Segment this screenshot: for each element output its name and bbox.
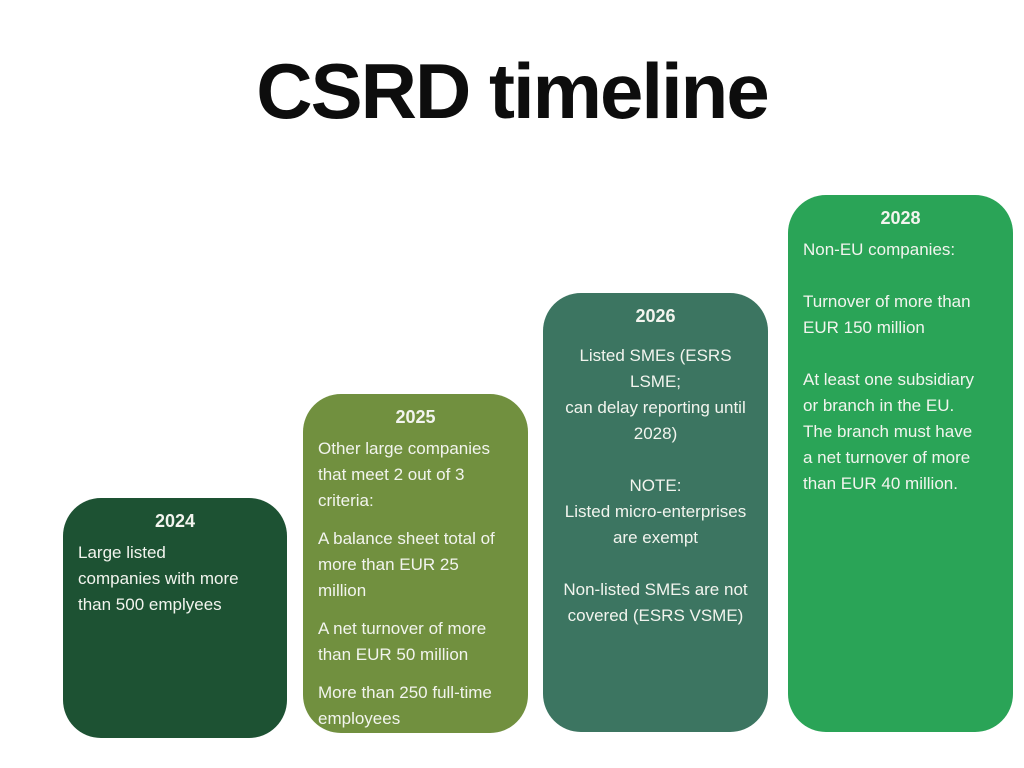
card-2025-employees: More than 250 full-time employees — [318, 683, 492, 728]
card-2026-listed-smes: Listed SMEs (ESRS LSME; can delay report… — [565, 346, 746, 443]
timeline-card-2026: 2026 Listed SMEs (ESRS LSME; can delay r… — [543, 293, 768, 732]
timeline-card-2024: 2024 Large listed companies with more th… — [63, 498, 287, 738]
card-2025-balance-sheet: A balance sheet total of more than EUR 2… — [318, 529, 495, 600]
page-title: CSRD timeline — [256, 47, 769, 135]
year-label-2024: 2024 — [154, 511, 196, 531]
timeline-card-2025: 2025 Other large companies that meet 2 o… — [303, 394, 528, 733]
timeline-card-2028: 2028 Non-EU companies: Turnover of more … — [788, 195, 1013, 732]
card-2028-subsidiary: At least one subsidiary or branch in the… — [803, 370, 975, 493]
year-label-2028: 2028 — [880, 208, 921, 228]
card-2028-turnover: Turnover of more than EUR 150 million — [803, 292, 971, 337]
card-2024-text: Large listed companies with more than 50… — [78, 543, 239, 614]
card-2025-net-turnover: A net turnover of more than EUR 50 milli… — [318, 619, 487, 664]
card-2028-non-eu: Non-EU companies: — [803, 240, 956, 259]
card-2025-criteria-intro: Other large companies that meet 2 out of… — [318, 439, 490, 510]
year-label-2026: 2026 — [635, 306, 676, 326]
card-2026-non-listed: Non-listed SMEs are not covered (ESRS VS… — [563, 580, 748, 625]
year-label-2025: 2025 — [395, 407, 436, 427]
card-2026-note: NOTE: Listed micro-enterprises are exemp… — [564, 476, 747, 547]
